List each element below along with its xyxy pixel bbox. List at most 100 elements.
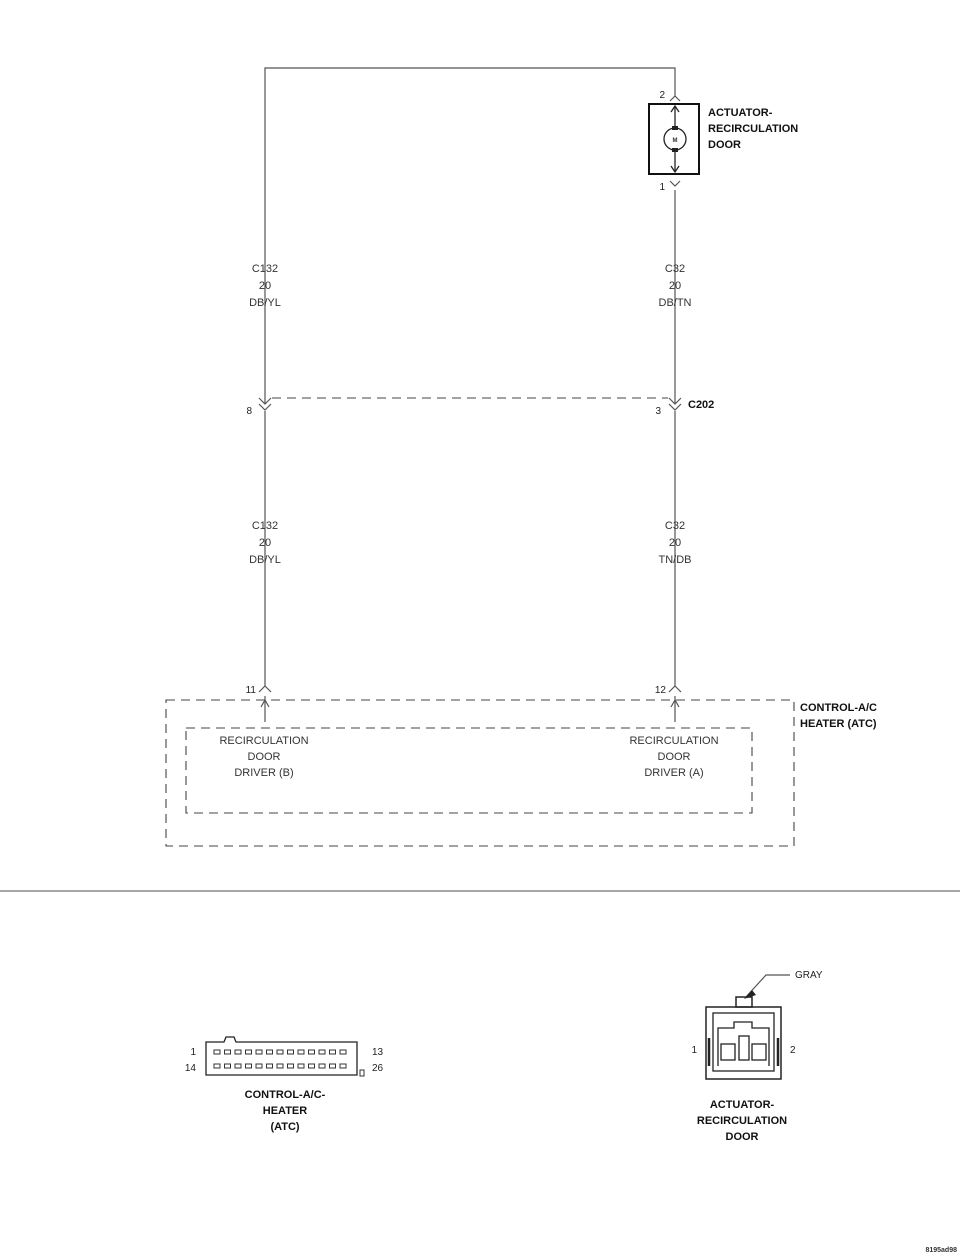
wire-c132-upper bbox=[264, 67, 676, 404]
connector-pin-cavity bbox=[276, 1049, 284, 1055]
control-connector-pin-13: 13 bbox=[372, 1047, 384, 1058]
connector-pin-cavity bbox=[329, 1063, 336, 1069]
gray-callout-arrowhead bbox=[744, 990, 756, 999]
actuator-connector-view bbox=[705, 974, 790, 1080]
actuator-symbol: M bbox=[648, 95, 700, 187]
control-connector-pin-1: 1 bbox=[190, 1047, 196, 1058]
wire-label-right-lower-color: TN/DB bbox=[659, 554, 692, 566]
control-pin12-arrow bbox=[670, 698, 680, 708]
control-pin12-terminal bbox=[668, 685, 682, 693]
actuator-connector-latch bbox=[735, 996, 753, 1008]
motor-symbol-label: M bbox=[673, 138, 678, 144]
control-module bbox=[165, 685, 795, 847]
control-connector-view bbox=[205, 1036, 365, 1077]
actuator-pin-top: 2 bbox=[659, 90, 665, 101]
control-connector-label-line2: HEATER bbox=[263, 1105, 307, 1117]
control-pin11-terminal bbox=[258, 685, 272, 693]
c202-left-terminal-female bbox=[258, 403, 272, 411]
actuator-connector-label-line3: DOOR bbox=[726, 1131, 759, 1143]
wire-label-right-lower-gauge: 20 bbox=[669, 537, 681, 549]
c202-right-terminal-female bbox=[668, 403, 682, 411]
control-connector-body bbox=[205, 1036, 358, 1076]
connector-pin-cavity bbox=[318, 1063, 326, 1069]
control-connector-pin-26: 26 bbox=[372, 1063, 384, 1074]
driver-a-line1: RECIRCULATION bbox=[629, 735, 718, 747]
actuator-label-line2: RECIRCULATION bbox=[708, 123, 798, 135]
control-connector-pin-14: 14 bbox=[185, 1063, 197, 1074]
wire-label-left-upper-gauge: 20 bbox=[259, 280, 271, 292]
driver-a-line2: DOOR bbox=[658, 751, 691, 763]
connector-pin-cavity bbox=[245, 1049, 252, 1055]
figure-id: 8195ad98 bbox=[925, 1247, 957, 1254]
c202-left-terminal-male bbox=[258, 397, 272, 405]
connector-pin-cavity bbox=[234, 1049, 242, 1055]
c202-right-terminal-male bbox=[668, 397, 682, 405]
connector-pin-cavity bbox=[213, 1063, 221, 1069]
wire-label-left-upper-circuit: C132 bbox=[252, 263, 278, 275]
connector-pin-cavity bbox=[308, 1063, 315, 1069]
control-pin-right: 12 bbox=[655, 685, 667, 696]
connector-pin-cavity bbox=[297, 1049, 305, 1055]
c202-pin-right: 3 bbox=[655, 406, 661, 417]
actuator-connector-inner bbox=[712, 1012, 775, 1072]
actuator-connector-label-line2: RECIRCULATION bbox=[697, 1115, 787, 1127]
wire-label-left-lower-color: DB/YL bbox=[249, 554, 281, 566]
wire-label-left-lower-gauge: 20 bbox=[259, 537, 271, 549]
actuator-connector-color: GRAY bbox=[795, 970, 823, 981]
connector-pin-cavity bbox=[339, 1063, 347, 1069]
connector-pin-cavity bbox=[318, 1049, 326, 1055]
connector-pin-cavity bbox=[234, 1063, 242, 1069]
control-module-inner-box bbox=[185, 727, 753, 814]
connector-pin-cavity bbox=[255, 1063, 263, 1069]
connector-pin-cavity bbox=[287, 1049, 294, 1055]
connector-pin-cavity bbox=[287, 1063, 294, 1069]
connector-pin-cavity bbox=[276, 1063, 284, 1069]
actuator-connector-label-line1: ACTUATOR- bbox=[710, 1099, 775, 1111]
actuator-connector-pin-1: 1 bbox=[691, 1045, 697, 1056]
actuator-connector-pin-2: 2 bbox=[790, 1045, 796, 1056]
driver-b-line1: RECIRCULATION bbox=[219, 735, 308, 747]
c202-label: C202 bbox=[688, 399, 714, 411]
control-connector-pin-row-bottom bbox=[213, 1063, 347, 1069]
connector-pin-cavity bbox=[224, 1049, 231, 1055]
actuator-pin1-terminal bbox=[669, 180, 681, 187]
control-connector-pin-row-top bbox=[213, 1049, 347, 1055]
actuator-connector-cavity bbox=[717, 1021, 770, 1066]
connector-pin-cavity bbox=[266, 1063, 273, 1069]
connector-pin-cavity bbox=[213, 1049, 221, 1055]
control-connector-label-line1: CONTROL-A/C- bbox=[245, 1089, 326, 1101]
actuator-box bbox=[648, 103, 700, 175]
driver-b-line3: DRIVER (B) bbox=[234, 767, 293, 779]
control-pin-left: 11 bbox=[246, 685, 257, 696]
control-connector-label-line3: (ATC) bbox=[270, 1121, 299, 1133]
connector-pin-cavity bbox=[297, 1063, 305, 1069]
connector-pin-cavity bbox=[339, 1049, 347, 1055]
actuator-label-line1: ACTUATOR- bbox=[708, 107, 773, 119]
control-label-line1: CONTROL-A/C bbox=[800, 702, 877, 714]
connector-pin-cavity bbox=[224, 1063, 231, 1069]
c202-pin-left: 8 bbox=[246, 406, 252, 417]
wire-label-right-upper-gauge: 20 bbox=[669, 280, 681, 292]
driver-b-line2: DOOR bbox=[248, 751, 281, 763]
connector-pin-cavity bbox=[329, 1049, 336, 1055]
connector-pin-cavity bbox=[308, 1049, 315, 1055]
connector-pin-cavity bbox=[266, 1049, 273, 1055]
wire-left-circuit bbox=[264, 67, 676, 722]
control-label-line2: HEATER (ATC) bbox=[800, 718, 877, 730]
wire-label-right-upper-circuit: C32 bbox=[665, 263, 685, 275]
connector-pin-cavity bbox=[245, 1063, 252, 1069]
wire-label-left-upper-color: DB/YL bbox=[249, 297, 281, 309]
actuator-connector-terminal-1 bbox=[720, 1043, 736, 1061]
connector-c202 bbox=[258, 397, 682, 411]
wire-label-left-lower-circuit: C132 bbox=[252, 520, 278, 532]
control-module-outer-box bbox=[165, 699, 795, 847]
actuator-connector-terminal-2 bbox=[751, 1043, 767, 1061]
control-pin11-arrow bbox=[260, 698, 270, 708]
wire-label-right-lower-circuit: C32 bbox=[665, 520, 685, 532]
actuator-connector-outer bbox=[705, 1006, 782, 1080]
actuator-label-line3: DOOR bbox=[708, 139, 741, 151]
wire-label-right-upper-color: DB/TN bbox=[659, 297, 692, 309]
actuator-pin2-terminal bbox=[669, 95, 681, 102]
actuator-pin-bottom: 1 bbox=[659, 182, 665, 193]
